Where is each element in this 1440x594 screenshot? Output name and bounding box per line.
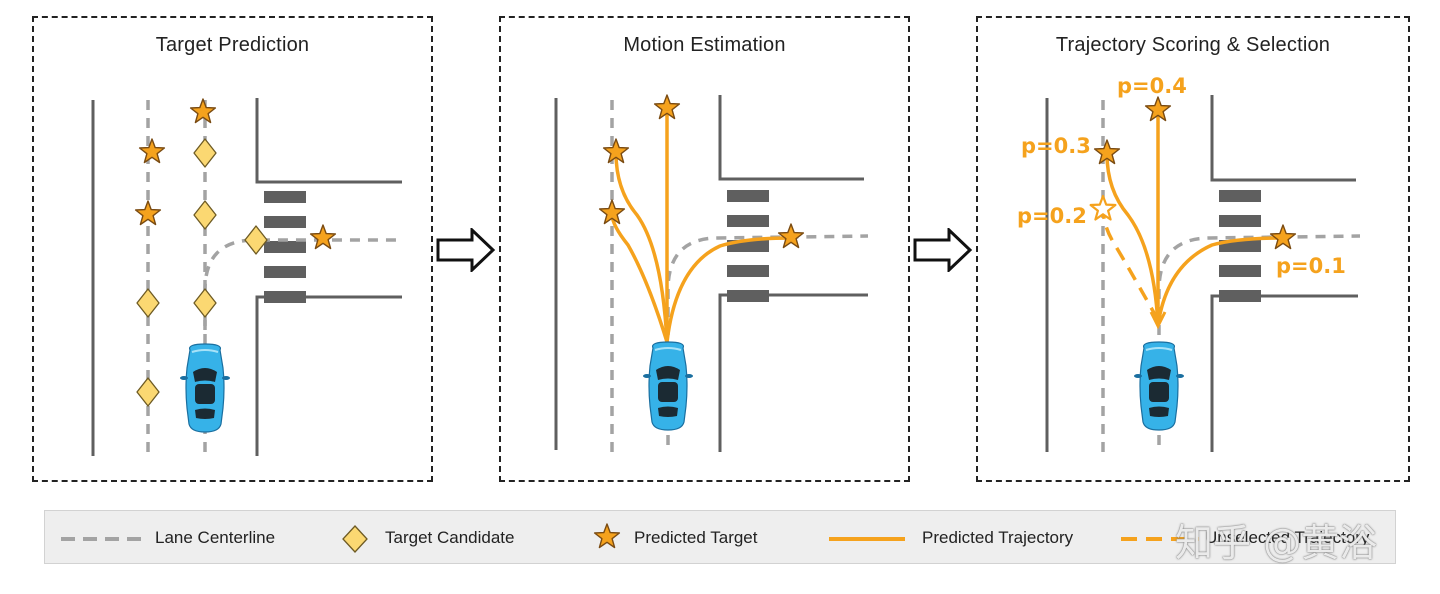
panel-motion-estimation: Motion Estimation — [499, 16, 910, 482]
car-icon — [642, 341, 694, 431]
star-icon — [593, 523, 621, 549]
probability-label: p=0.1 — [1276, 254, 1346, 278]
probability-label: p=0.3 — [1021, 134, 1091, 158]
panel3-roads — [1045, 95, 1358, 452]
car-icon — [179, 343, 231, 433]
probability-label: p=0.2 — [1017, 204, 1087, 228]
legend-label: Predicted Trajectory — [922, 528, 1074, 547]
dashed-orange-line-icon — [1121, 537, 1199, 541]
panel1-roads — [91, 98, 402, 456]
panel2-trajectories — [610, 108, 792, 343]
legend-label: Target Candidate — [385, 528, 515, 547]
diamond-icon — [342, 525, 368, 553]
watermark: 知乎 @黄浴 — [1175, 521, 1378, 565]
solid-line-icon — [829, 537, 905, 541]
panel2-roads — [554, 95, 868, 452]
panel3-trajectories — [1101, 110, 1283, 330]
right-arrow-icon — [913, 228, 973, 272]
probability-label: p=0.4 — [1117, 74, 1187, 98]
panel2-predicted-targets — [598, 94, 805, 249]
legend-label: Lane Centerline — [155, 528, 276, 547]
panel-title: Target Prediction — [155, 34, 310, 56]
car-icon — [1133, 341, 1185, 431]
panel3-predicted-targets — [1089, 96, 1297, 250]
legend-label: Predicted Target — [634, 528, 758, 547]
legend-label: Unselected Trajectory — [1205, 528, 1370, 547]
right-arrow-icon — [436, 228, 496, 272]
panel-title: Trajectory Scoring & Selection — [1055, 34, 1331, 56]
dashed-line-icon — [61, 537, 143, 541]
panel-target-prediction: Target Prediction — [32, 16, 433, 482]
panel-title: Motion Estimation — [623, 34, 786, 56]
legend: Lane Centerline Target Candidate Predict… — [44, 510, 1396, 564]
